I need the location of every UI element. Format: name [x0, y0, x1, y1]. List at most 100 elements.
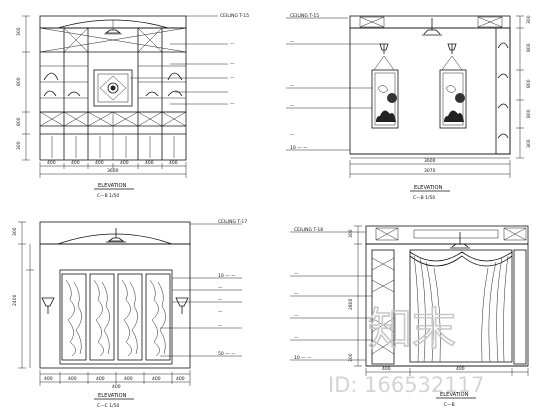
wall-sconce-icon	[379, 43, 389, 54]
svg-text:—: —	[218, 310, 223, 315]
elevation-a: CEILING T-15 — — — — 400 400 400 400 400	[16, 13, 249, 199]
svg-text:300: 300	[348, 353, 354, 362]
hanging-picture-right	[439, 55, 467, 129]
shelf-decor-icon	[43, 72, 183, 97]
elevation-subtitle: C—C 1/50	[97, 403, 119, 409]
artwork-medallion	[107, 82, 119, 94]
pendant-lamp-icon	[104, 20, 122, 35]
curtain-box	[413, 229, 499, 239]
svg-text:400: 400	[124, 376, 133, 382]
svg-text:400: 400	[68, 376, 77, 382]
svg-text:400: 400	[152, 376, 161, 382]
svg-text:300: 300	[16, 141, 22, 150]
wall-frame	[349, 27, 511, 155]
svg-text:400: 400	[382, 366, 391, 372]
svg-text:400: 400	[176, 376, 185, 382]
svg-text:400: 400	[120, 160, 129, 166]
ceiling-soffit	[365, 225, 529, 245]
svg-text:—: —	[230, 42, 235, 47]
wall-frame	[39, 243, 191, 369]
window-frame	[409, 249, 513, 363]
svg-text:2400: 2400	[12, 294, 18, 306]
folding-screen	[59, 269, 173, 365]
dim-total: 3070	[424, 168, 436, 174]
svg-text:—: —	[290, 133, 295, 138]
svg-text:400: 400	[95, 160, 104, 166]
svg-text:800: 800	[526, 79, 532, 88]
central-artwork-frame	[93, 69, 133, 107]
dimension-lines	[18, 221, 191, 386]
callout-leaders	[130, 15, 228, 105]
elevation-title: ELEVATION	[98, 393, 127, 399]
svg-text:—: —	[290, 40, 295, 45]
svg-text:10 — —: 10 — —	[290, 145, 308, 151]
elevation-title: ELEVATION	[440, 392, 469, 398]
ceiling-box-right	[503, 227, 527, 241]
elevation-b: CEILING T-15 — — — — 10 — — 3600 3070 30…	[286, 13, 532, 201]
callout-leaders	[286, 17, 382, 151]
svg-text:—: —	[218, 324, 223, 329]
ceiling-box-left	[375, 227, 399, 241]
svg-text:—: —	[230, 76, 235, 81]
svg-text:400: 400	[44, 376, 53, 382]
pendant-lamp-icon	[450, 232, 470, 249]
elevation-title: ELEVATION	[98, 183, 127, 189]
lower-cross-panels	[39, 111, 187, 127]
pendant-lamp-icon	[106, 228, 126, 243]
svg-text:300: 300	[348, 229, 354, 238]
svg-text:400: 400	[96, 376, 105, 382]
svg-text:—: —	[294, 272, 299, 277]
ceiling-soffit	[349, 15, 511, 29]
svg-text:—: —	[218, 286, 223, 291]
dimension-lines	[354, 225, 529, 376]
watermark: 知末 ID: 166532117	[328, 303, 484, 397]
side-pilaster	[495, 27, 511, 155]
elevation-title: ELEVATION	[414, 185, 443, 191]
shelf-decor-icon	[497, 42, 509, 139]
svg-text:300: 300	[12, 227, 18, 236]
cabinet-doors	[51, 136, 175, 158]
dim-total: 3600	[107, 168, 119, 174]
column-lattice	[371, 257, 395, 355]
ceiling-box-left	[359, 16, 385, 28]
screen-ornament	[65, 279, 166, 357]
svg-text:400: 400	[47, 160, 56, 166]
svg-text:800: 800	[16, 117, 22, 126]
svg-text:50 — —: 50 — —	[218, 351, 236, 357]
curtain-drapes	[413, 255, 509, 363]
svg-text:800: 800	[526, 109, 532, 118]
svg-text:300: 300	[526, 15, 532, 24]
lattice-panel	[39, 27, 187, 53]
svg-text:10 — —: 10 — —	[294, 355, 312, 361]
callout-ceiling: CEILING T-15	[220, 13, 249, 19]
svg-text:400: 400	[112, 384, 121, 390]
svg-text:—: —	[294, 314, 299, 319]
side-column	[371, 249, 395, 365]
callout-leaders	[290, 231, 372, 361]
curtain-swag	[409, 251, 513, 267]
callout-ceiling: CEILING T-17	[218, 219, 247, 225]
elevation-subtitle: C—B 1/50	[97, 193, 119, 199]
svg-text:400: 400	[169, 160, 178, 166]
elevation-subtitle: C—B 1/50	[413, 195, 435, 201]
hanging-picture-left	[371, 55, 399, 129]
ceiling-box-right	[477, 16, 503, 28]
side-pilaster	[513, 249, 527, 365]
callout-ceiling: CEILING T-18	[294, 227, 323, 233]
svg-text:—: —	[290, 104, 295, 109]
elevation-subtitle: C—B	[444, 402, 455, 408]
svg-text:—: —	[294, 292, 299, 297]
wall-sconce-icon	[447, 43, 457, 54]
elevation-d: CEILING T-18 — — — — 10 — — 400 400 300 …	[290, 225, 529, 408]
svg-text:—: —	[230, 102, 235, 107]
svg-text:400: 400	[71, 160, 80, 166]
pendant-lamp-icon	[422, 18, 442, 36]
svg-text:400: 400	[456, 366, 465, 372]
wall-sconce-icon	[41, 297, 189, 314]
svg-text:300: 300	[526, 139, 532, 148]
callout-leaders	[160, 223, 242, 357]
svg-text:3600: 3600	[424, 158, 436, 164]
dimension-lines	[22, 15, 187, 178]
elevation-c: CEILING T-17 10 — — — — — — 50 — — 400 4…	[12, 219, 247, 409]
